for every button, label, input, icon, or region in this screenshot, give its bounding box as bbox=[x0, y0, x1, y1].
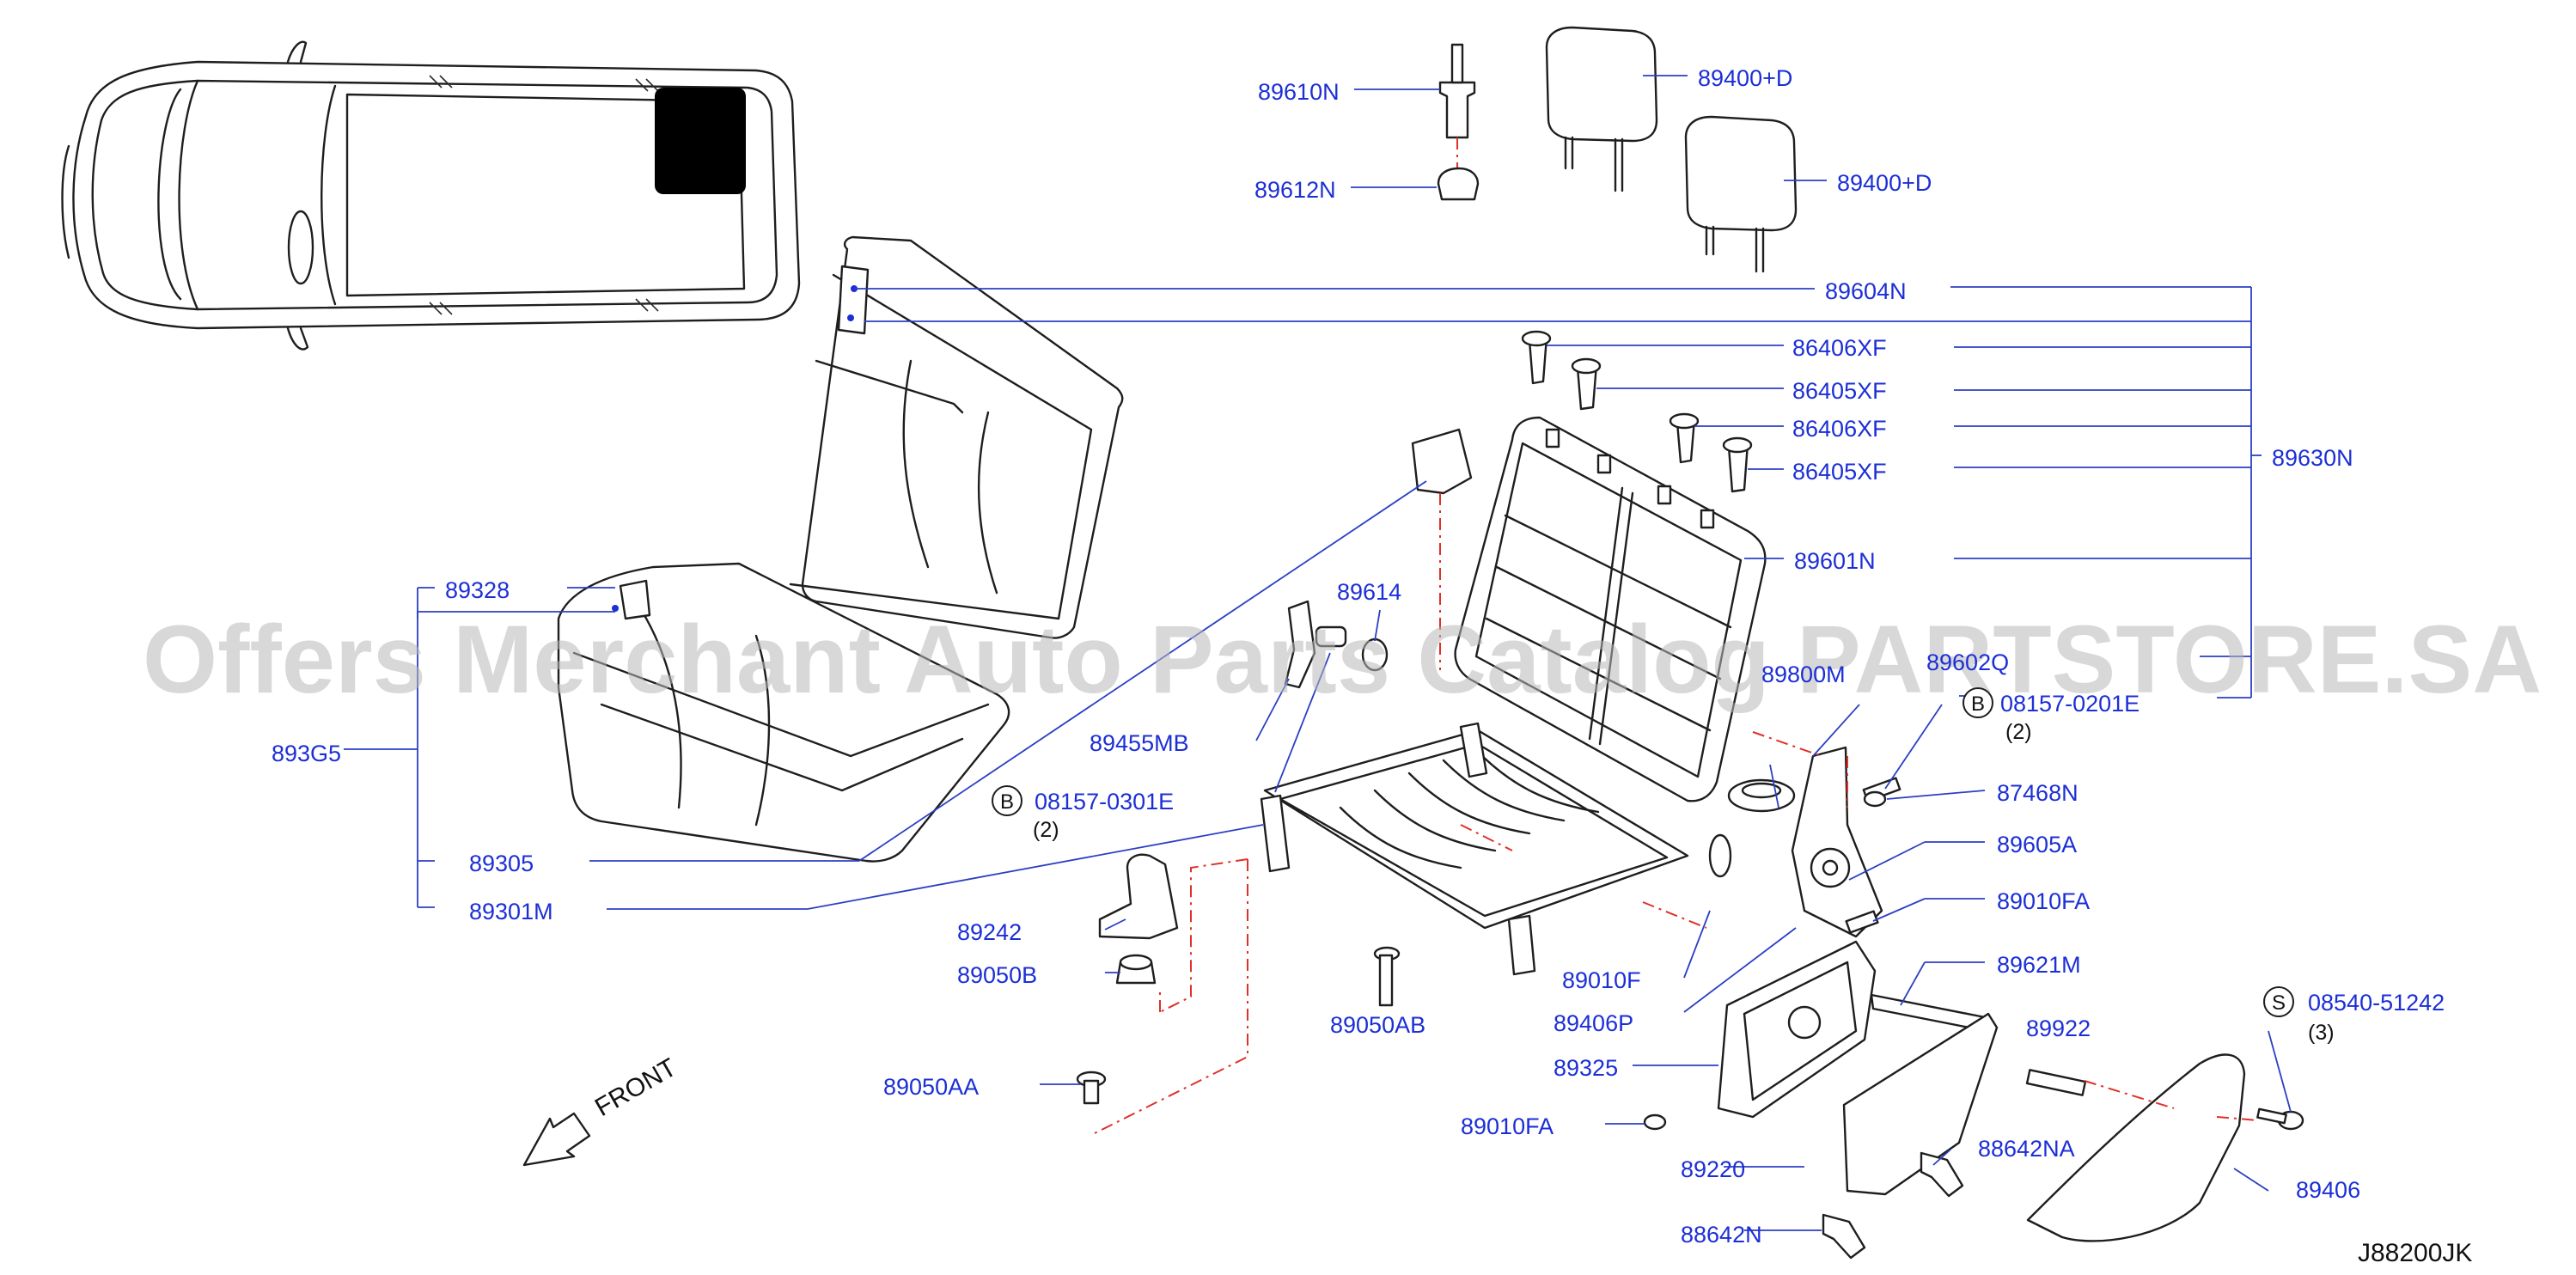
label-89050AB[interactable]: 89050AB bbox=[1330, 1012, 1425, 1038]
label-86405XF-a[interactable]: 86405XF bbox=[1792, 378, 1887, 404]
clips-86406XF-86405XF bbox=[1521, 330, 1753, 493]
watermark: Offers Merchant Auto Parts Catalog PARTS… bbox=[143, 606, 2542, 713]
label-89800[interactable]: 89800M bbox=[1761, 662, 1846, 687]
label-89621M[interactable]: 89621M bbox=[1997, 952, 2081, 978]
side-cover bbox=[1842, 1012, 1999, 1196]
callout-08157-0201E[interactable]: B 08157-0201E (2) bbox=[1963, 687, 2140, 744]
hinge-bracket bbox=[1791, 746, 1883, 938]
label-88642NA[interactable]: 88642NA bbox=[1978, 1136, 2075, 1162]
label-893G5[interactable]: 893G5 bbox=[272, 741, 341, 766]
headrest-guide bbox=[1438, 43, 1476, 168]
label-86405XF-b[interactable]: 86405XF bbox=[1792, 459, 1887, 485]
center-lines bbox=[1092, 493, 2259, 1135]
label-08157-0201E: 08157-0201E bbox=[2000, 691, 2140, 717]
label-89305[interactable]: 89305 bbox=[469, 851, 534, 876]
diagram-code: J88200JK bbox=[2358, 1239, 2472, 1267]
cap-89800 bbox=[1727, 778, 1796, 813]
qty-08540-51242: (3) bbox=[2308, 1021, 2335, 1045]
spring-89605A bbox=[1708, 833, 1732, 878]
label-89400D-b[interactable]: 89400+D bbox=[1837, 170, 1932, 196]
recliner bbox=[1717, 940, 1877, 1119]
label-86406XF-a[interactable]: 86406XF bbox=[1792, 335, 1887, 361]
label-86406XF-b[interactable]: 86406XF bbox=[1792, 416, 1887, 442]
bumper bbox=[1315, 625, 1389, 672]
seat-back-cushion bbox=[789, 235, 1124, 639]
front-label: FRONT bbox=[590, 1053, 681, 1122]
label-89325[interactable]: 89325 bbox=[1554, 1055, 1618, 1081]
seat-cushion bbox=[557, 562, 1010, 863]
nut bbox=[1115, 954, 1157, 985]
bolt-87468N bbox=[1863, 790, 1887, 808]
headrest-lower bbox=[1684, 115, 1798, 273]
front-arrow: FRONT bbox=[522, 1053, 681, 1167]
symbol-B: B bbox=[1000, 790, 1014, 814]
label-89220[interactable]: 89220 bbox=[1681, 1156, 1745, 1182]
qty-08157-0301E: (2) bbox=[1033, 818, 1059, 842]
label-08157-0301E: 08157-0301E bbox=[1035, 789, 1174, 814]
headrest-cap bbox=[1437, 167, 1480, 201]
label-87468N[interactable]: 87468N bbox=[1997, 780, 2079, 806]
screw bbox=[2256, 1107, 2304, 1131]
label-89630N[interactable]: 89630N bbox=[2272, 445, 2353, 471]
clip-88642NA bbox=[1920, 1151, 1964, 1198]
label-89604N[interactable]: 89604N bbox=[1825, 278, 1907, 304]
label-89605A[interactable]: 89605A bbox=[1997, 832, 2077, 857]
symbol-S: S bbox=[2272, 991, 2286, 1015]
callout-08540-51242[interactable]: S 08540-51242 (3) bbox=[2263, 986, 2445, 1045]
headrest-upper bbox=[1545, 26, 1658, 192]
clip-88642N bbox=[1822, 1213, 1866, 1260]
seat-outer-cover bbox=[2026, 1053, 2246, 1242]
label-89010FA-a[interactable]: 89010FA bbox=[1997, 888, 2090, 914]
label-89010FA-b[interactable]: 89010FA bbox=[1461, 1113, 1554, 1139]
seat-back-frame bbox=[1454, 416, 1767, 802]
seat-side-cover bbox=[1098, 853, 1179, 940]
label-88642N[interactable]: 88642N bbox=[1681, 1222, 1762, 1248]
label-89922[interactable]: 89922 bbox=[2026, 1016, 2091, 1041]
label-08540-51242: 08540-51242 bbox=[2308, 990, 2445, 1016]
label-89614[interactable]: 89614 bbox=[1337, 579, 1401, 605]
seat-cushion-frame bbox=[1260, 722, 1689, 976]
label-89406P[interactable]: 89406P bbox=[1554, 1010, 1633, 1036]
bolt-89010FA-upper bbox=[1845, 910, 1879, 934]
rod bbox=[2025, 1069, 2087, 1096]
label-89406[interactable]: 89406 bbox=[2296, 1177, 2360, 1203]
leader-lines bbox=[344, 75, 2292, 1231]
callout-08157-0301E[interactable]: B 08157-0301E (2) bbox=[992, 785, 1174, 842]
label-89328[interactable]: 89328 bbox=[445, 577, 510, 603]
bolt-89010FA-lower bbox=[1643, 1113, 1667, 1131]
striker bbox=[1284, 600, 1316, 689]
seat-location-marker bbox=[655, 88, 746, 194]
qty-08157-0201E: (2) bbox=[2005, 720, 2032, 744]
label-89050AA[interactable]: 89050AA bbox=[883, 1074, 979, 1100]
symbol-B: B bbox=[1971, 692, 1985, 716]
label-89601N[interactable]: 89601N bbox=[1794, 548, 1876, 574]
label-89050B[interactable]: 89050B bbox=[957, 962, 1037, 988]
label-89455MB[interactable]: 89455MB bbox=[1090, 730, 1189, 756]
label-89242[interactable]: 89242 bbox=[957, 919, 1022, 945]
label-89400D-a[interactable]: 89400+D bbox=[1698, 65, 1792, 91]
bolt-89050AB bbox=[1373, 946, 1401, 1007]
label-89010F[interactable]: 89010F bbox=[1562, 967, 1641, 993]
label-89612N[interactable]: 89612N bbox=[1254, 177, 1336, 203]
label-89301M[interactable]: 89301M bbox=[469, 899, 553, 924]
label-89610N[interactable]: 89610N bbox=[1258, 79, 1340, 105]
vehicle-top-view bbox=[61, 40, 801, 351]
frame-trim-cap bbox=[1411, 428, 1473, 495]
bolt-89050AA bbox=[1076, 1071, 1107, 1105]
part-labels: 89610N 89612N 89400+D 89400+D 89604N 864… bbox=[272, 65, 2445, 1248]
label-89602Q[interactable]: 89602Q bbox=[1926, 650, 2009, 675]
